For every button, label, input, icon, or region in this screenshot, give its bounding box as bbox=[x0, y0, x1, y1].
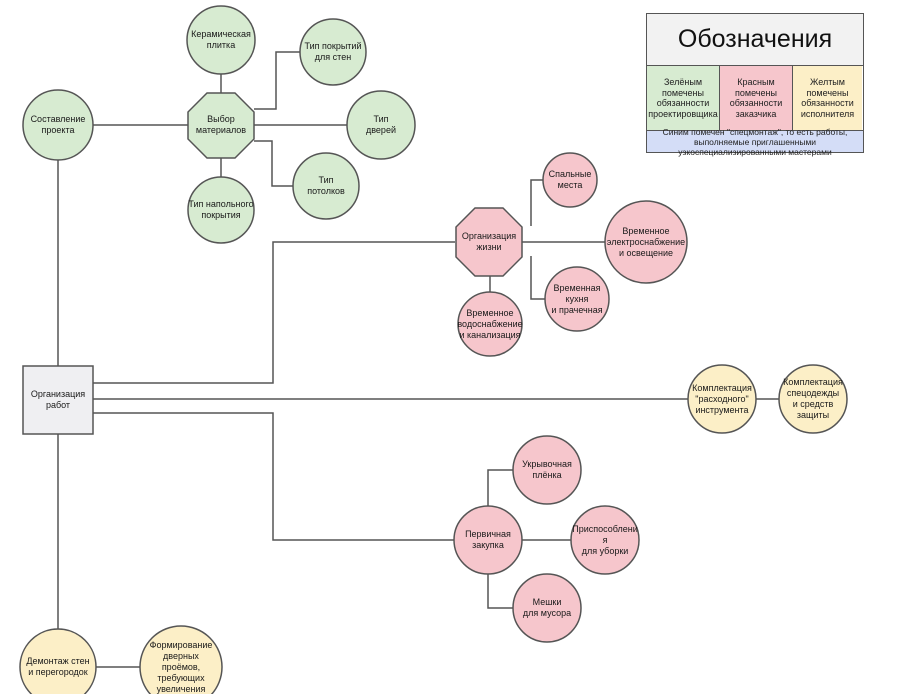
node-vremennaya-kuhnya[interactable] bbox=[544, 266, 610, 332]
node-keramicheskaya-plitka[interactable] bbox=[186, 5, 256, 75]
legend-panel: Обозначения Зелёным помечены обязанности… bbox=[646, 13, 864, 157]
node-demontazh-sten[interactable] bbox=[19, 628, 97, 694]
node-ukryvochnaya-plenka[interactable] bbox=[512, 435, 582, 505]
node-prisposobleniya-dlya-uborki[interactable] bbox=[570, 505, 640, 575]
node-tip-napolnogo-pokrytiya[interactable] bbox=[187, 176, 255, 244]
edge-org-rabot-zakupka bbox=[93, 412, 454, 541]
node-organizatsiya-zhizni[interactable] bbox=[455, 207, 523, 277]
node-vremennoe-vodosnabzhenie[interactable] bbox=[457, 291, 523, 357]
node-komplektatsiya-odezhdy[interactable] bbox=[778, 364, 848, 434]
legend-title: Обозначения bbox=[647, 14, 863, 66]
node-formirovanie-proemov[interactable] bbox=[139, 625, 223, 694]
edge-org-zhizni-kuhnya bbox=[530, 256, 545, 300]
node-pervichnaya-zakupka[interactable] bbox=[453, 505, 523, 575]
edge-zakupka-plenka bbox=[487, 469, 513, 506]
edge-vybor-tip-potolkov bbox=[254, 140, 293, 187]
legend-yellow: Желтым помечены обязанности исполнителя bbox=[793, 66, 862, 130]
legend-green: Зелёным помечены обязанности проектировщ… bbox=[647, 66, 720, 130]
edge-vybor-tip-sten bbox=[254, 51, 300, 110]
legend-red: Красным помечены обязанности заказчика bbox=[720, 66, 793, 130]
legend-blue: Синим помечен "спецмонтаж", то есть рабо… bbox=[647, 127, 863, 157]
edge-zakupka-meshki bbox=[487, 574, 513, 609]
node-vremennoe-elektrosnabzhenie[interactable] bbox=[604, 200, 688, 284]
edge-org-rabot-org-zhizni bbox=[93, 241, 455, 384]
node-tip-dverey[interactable] bbox=[346, 90, 416, 160]
node-vybor-materialov[interactable] bbox=[187, 92, 255, 159]
node-organizatsiya-rabot[interactable] bbox=[22, 365, 94, 435]
node-sostavlenie-proekta[interactable] bbox=[22, 89, 94, 161]
node-tip-potolkov[interactable] bbox=[292, 152, 360, 220]
node-spalnye-mesta[interactable] bbox=[542, 152, 598, 208]
edge-org-zhizni-spalnye bbox=[530, 179, 543, 226]
node-komplektatsiya-instrumenta[interactable] bbox=[687, 364, 757, 434]
connector-lines bbox=[57, 51, 779, 668]
node-tip-pokrytiy-dlya-sten[interactable] bbox=[299, 18, 367, 86]
node-meshki-dlya-musora[interactable] bbox=[512, 573, 582, 643]
